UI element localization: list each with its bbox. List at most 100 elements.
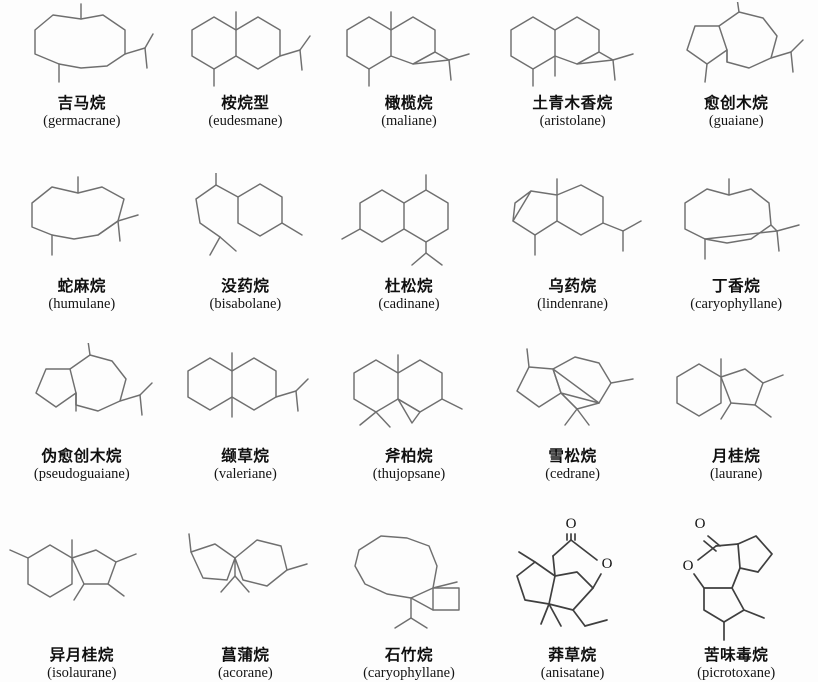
structure-labels: 没药烷 (bisabolane) <box>209 275 282 313</box>
structure-labels: 橄榄烷 (maliane) <box>381 94 437 130</box>
structure-labels: 石竹烷 (caryophyllane) <box>363 644 455 682</box>
structure-labels: 异月桂烷 (isolaurane) <box>47 644 117 682</box>
isolaurane-skeleton-icon <box>0 514 164 644</box>
germacrane-skeleton-icon <box>0 2 164 88</box>
structure-cell: 乌药烷 (lindenrane) <box>491 171 655 342</box>
structure-name-en: (eudesmane) <box>208 113 283 130</box>
oxygen-label: O <box>695 516 706 532</box>
oxygen-label: O <box>601 556 612 572</box>
structure-labels: 丁香烷 (caryophyllane) <box>690 276 783 313</box>
structure-name-en: (isolaurane) <box>47 664 117 681</box>
structure-name-cn: 斧柏烷 <box>384 446 434 465</box>
laurane-skeleton-icon <box>654 343 818 443</box>
structure-labels: 乌药烷 (lindenrane) <box>537 275 609 313</box>
structure-name-cn: 乌药烷 <box>548 275 597 295</box>
structure-labels: 吉马烷 (germacrane) <box>43 94 120 130</box>
oxygen-label: O <box>565 516 576 532</box>
structure-cell: 异月桂烷 (isolaurane) <box>0 512 164 682</box>
anisatane-skeleton-icon: O O <box>491 514 655 644</box>
structure-name-en: (germacrane) <box>43 113 121 130</box>
structure-name-en: (thujopsane) <box>372 466 446 483</box>
structure-name-cn: 桉烷型 <box>221 93 270 112</box>
structure-cell: 斧柏烷 (thujopsane) <box>327 341 491 512</box>
structure-labels: 蛇麻烷 (humulane) <box>48 275 116 313</box>
structure-cell: 杜松烷 (cadinane) <box>327 171 491 342</box>
structure-name-en: (aristolane) <box>539 113 606 130</box>
structure-labels: 斧柏烷 (thujopsane) <box>373 447 445 483</box>
caryophyllane-skeleton-icon <box>654 173 818 269</box>
eudesmane-skeleton-icon <box>164 2 328 88</box>
caryophyllane-2-skeleton-icon <box>327 514 491 644</box>
structure-cell: 月桂烷 (laurane) <box>654 341 818 512</box>
structure-cell: 缬草烷 (valeriane) <box>164 341 328 512</box>
structure-labels: 莽草烷 (anisatane) <box>540 645 605 682</box>
picrotoxane-skeleton-icon: O O <box>654 514 818 644</box>
structure-name-cn: 蛇麻烷 <box>57 275 106 295</box>
structure-name-cn: 缬草烷 <box>221 446 270 465</box>
structure-cell: 蛇麻烷 (humulane) <box>0 171 164 342</box>
structure-name-en: (picrotoxane) <box>697 664 776 681</box>
structure-cell: 没药烷 (bisabolane) <box>164 171 328 342</box>
structure-name-cn: 雪松烷 <box>548 446 597 465</box>
structure-labels: 缬草烷 (valeriane) <box>214 447 277 483</box>
structure-name-en: (cedrane) <box>545 466 600 483</box>
structure-name-en: (anisatane) <box>540 664 605 681</box>
guaiane-skeleton-icon <box>654 2 818 88</box>
structure-name-en: (bisabolane) <box>209 295 282 312</box>
maliane-skeleton-icon <box>327 2 491 88</box>
structure-name-en: (pseudoguaiane) <box>33 466 130 483</box>
cedrane-skeleton-icon <box>491 343 655 443</box>
structure-labels: 菖蒲烷 (acorane) <box>218 644 273 682</box>
structure-name-cn: 土青木香烷 <box>532 93 613 112</box>
structure-cell: 伪愈创木烷 (pseudoguaiane) <box>0 341 164 512</box>
structure-name-cn: 石竹烷 <box>384 644 434 664</box>
structure-name-cn: 苦味毒烷 <box>703 644 769 664</box>
valeriane-skeleton-icon <box>164 343 328 443</box>
structure-cell: 石竹烷 (caryophyllane) <box>327 512 491 682</box>
structure-labels: 愈创木烷 (guaiane) <box>704 94 768 130</box>
structure-labels: 雪松烷 (cedrane) <box>545 447 600 483</box>
structure-name-cn: 吉马烷 <box>57 93 106 112</box>
structure-name-en: (caryophyllane) <box>690 295 783 312</box>
structure-labels: 桉烷型 (eudesmane) <box>208 94 282 130</box>
structure-cell: 吉马烷 (germacrane) <box>0 0 164 171</box>
thujopsane-skeleton-icon <box>327 343 491 443</box>
structure-name-cn: 伪愈创木烷 <box>41 446 123 465</box>
structure-cell: 桉烷型 (eudesmane) <box>164 0 328 171</box>
structure-name-cn: 愈创木烷 <box>703 93 769 112</box>
cadinane-skeleton-icon <box>327 173 491 269</box>
structure-cell: 丁香烷 (caryophyllane) <box>654 171 818 342</box>
humulane-skeleton-icon <box>0 173 164 269</box>
structure-cell: 菖蒲烷 (acorane) <box>164 512 328 682</box>
structure-labels: 苦味毒烷 (picrotoxane) <box>697 644 776 682</box>
structure-name-en: (laurane) <box>710 466 763 483</box>
structure-name-cn: 橄榄烷 <box>384 93 434 112</box>
structure-cell: 土青木香烷 (aristolane) <box>491 0 655 171</box>
bisabolane-skeleton-icon <box>164 172 328 269</box>
structure-labels: 杜松烷 (cadinane) <box>378 275 440 313</box>
structure-name-en: (valeriane) <box>213 466 277 483</box>
structure-name-en: (acorane) <box>218 664 273 681</box>
structure-name-cn: 菖蒲烷 <box>221 644 270 664</box>
oxygen-label: O <box>683 558 694 574</box>
lindenrane-skeleton-icon <box>491 173 655 269</box>
structure-name-cn: 没药烷 <box>221 275 270 295</box>
structure-name-en: (cadinane) <box>378 295 440 312</box>
aristolane-skeleton-icon <box>491 2 655 88</box>
structure-cell: O O <box>654 512 818 682</box>
structure-name-cn: 异月桂烷 <box>49 644 114 664</box>
structure-name-en: (humulane) <box>48 295 116 312</box>
structure-labels: 伪愈创木烷 (pseudoguaiane) <box>34 447 130 483</box>
structure-name-cn: 月桂烷 <box>712 446 761 465</box>
structure-name-cn: 杜松烷 <box>384 275 434 295</box>
structure-name-en: (maliane) <box>381 113 437 130</box>
structure-labels: 土青木香烷 (aristolane) <box>532 94 613 130</box>
acorane-skeleton-icon <box>164 514 328 644</box>
pseudoguaiane-skeleton-icon <box>0 343 164 443</box>
structure-name-en: (lindenrane) <box>537 295 609 312</box>
structure-cell: 橄榄烷 (maliane) <box>327 0 491 171</box>
structure-cell: 愈创木烷 (guaiane) <box>654 0 818 171</box>
structure-name-en: (guaiane) <box>708 113 764 130</box>
